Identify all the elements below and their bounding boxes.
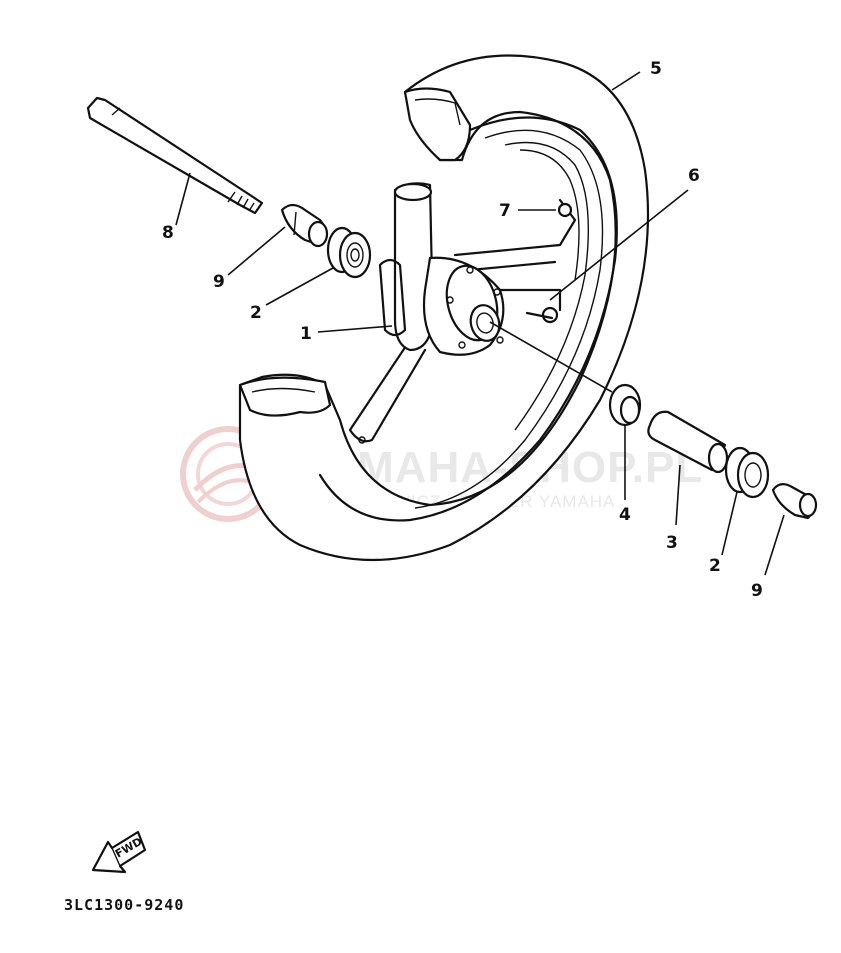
axle [86, 96, 264, 215]
callout-4: 4 [619, 505, 631, 525]
collar-left [280, 203, 329, 248]
callout-2-left: 2 [250, 303, 262, 323]
spacer [647, 410, 729, 474]
callouts: 1 2 2 3 4 5 6 7 8 9 9 [162, 59, 763, 601]
callout-9-right: 9 [751, 581, 763, 601]
callout-6: 6 [688, 166, 700, 186]
leader-lines [175, 71, 785, 576]
bearing-right [724, 446, 770, 499]
callout-2-right: 2 [709, 556, 721, 576]
callout-3: 3 [666, 533, 678, 553]
oil-seal [608, 383, 642, 427]
diagram-part-code: 3LC1300-9240 [64, 896, 184, 914]
callout-5: 5 [650, 59, 662, 79]
callout-1: 1 [300, 324, 312, 344]
wheel-rim [238, 54, 650, 562]
bearing-left [326, 226, 372, 279]
callout-9-left: 9 [213, 272, 225, 292]
collar-right [771, 483, 818, 520]
fwd-arrow-icon: FWD [91, 830, 147, 874]
callout-8: 8 [162, 223, 174, 243]
callout-7: 7 [499, 201, 511, 221]
